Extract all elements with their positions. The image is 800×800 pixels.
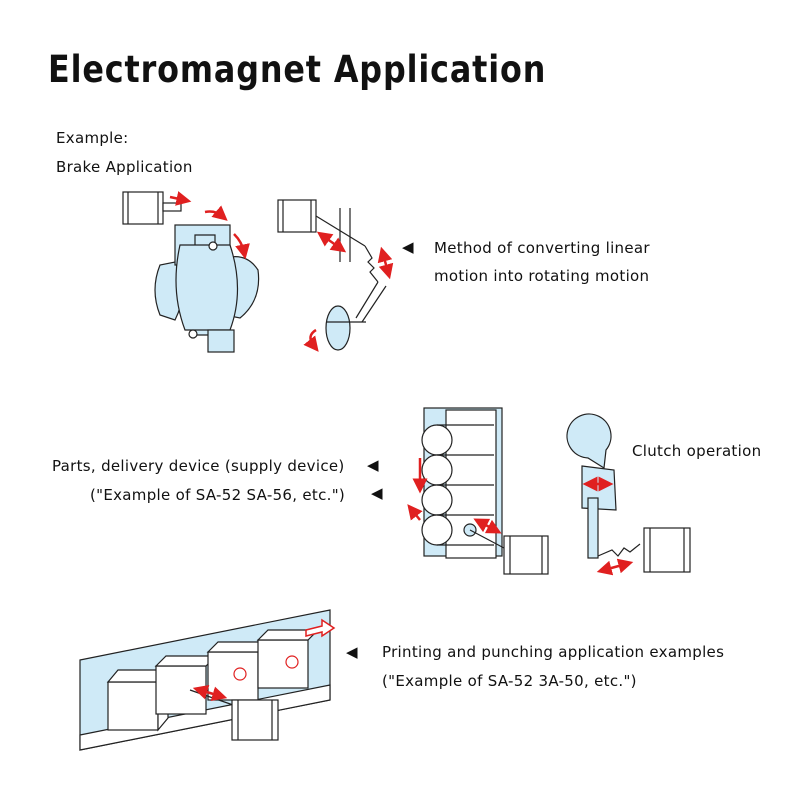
method-line-1: Method of converting linear	[434, 239, 650, 257]
parts-line-1: Parts, delivery device (supply device)	[52, 457, 345, 475]
pointer-triangle-icon: ◀	[367, 456, 379, 474]
brake-motion-arrows	[169, 191, 250, 260]
printing-line-2: ("Example of SA-52 3A-50, etc.")	[382, 672, 637, 690]
parts-delivery-arrows	[407, 458, 502, 534]
clutch-illustration	[566, 413, 691, 573]
page-title: Electromagnet Application	[48, 48, 547, 91]
pointer-triangle-icon: ◀	[371, 484, 383, 502]
printing-line-1: Printing and punching application exampl…	[382, 643, 725, 661]
pointer-triangle-icon: ◀	[402, 238, 414, 256]
example-label: Example:	[56, 129, 129, 147]
parts-delivery-illustration	[421, 407, 549, 575]
linear-rotary-arrows	[303, 231, 394, 352]
method-line-2: motion into rotating motion	[434, 267, 650, 285]
clutch-operation-label: Clutch operation	[632, 442, 762, 460]
printing-illustration	[79, 609, 331, 751]
clutch-arrows	[582, 476, 634, 576]
linear-rotary-illustration	[277, 199, 387, 351]
pointer-triangle-icon: ◀	[346, 643, 358, 661]
conveyor-direction-icon	[305, 618, 336, 638]
printing-arrows	[192, 684, 228, 702]
brake-illustration	[122, 191, 260, 353]
parts-line-2: ("Example of SA-52 SA-56, etc.")	[90, 486, 346, 504]
brake-application-label: Brake Application	[56, 158, 193, 176]
